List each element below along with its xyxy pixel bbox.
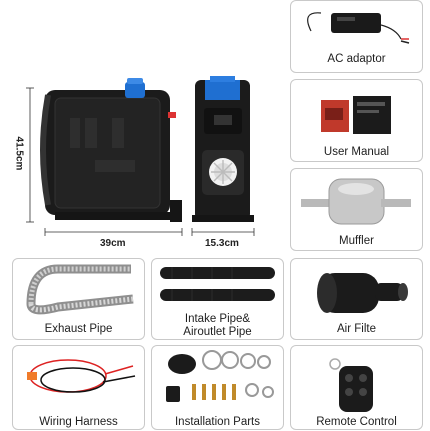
height-dimension-label: 41.5cm [13,136,25,171]
main-unit-illustration: 41.5cm 39cm 15.3cm [0,0,285,255]
item-label-wiring-harness: Wiring Harness [39,416,118,428]
exhaust-pipe-icon [26,264,134,315]
item-label-installation-parts: Installation Parts [174,416,260,428]
intake-pipe-icon [160,267,275,301]
item-label-remote-control: Remote Control [316,416,397,428]
muffler-icon [301,178,411,225]
wiring-harness-icon [27,359,136,393]
panel-air-filter: Air Filte [290,258,423,340]
item-label-user-manual: User Manual [323,146,390,158]
manual-icon [321,96,391,134]
remote-control-icon [329,358,373,412]
panel-ac-adaptor: AC adaptor [290,0,423,73]
heater-side-view [40,78,182,222]
width-dimension-line [44,228,183,236]
item-label-muffler: Muffler [339,235,374,247]
depth-dimension-label: 15.3cm [205,238,239,249]
panel-user-manual: User Manual [290,79,423,162]
item-label-intake-pipe-line1: Intake Pipe& [184,313,251,325]
heater-front-view [192,76,254,222]
panel-remote-control: Remote Control [290,345,423,430]
panel-installation-parts: Installation Parts [151,345,284,430]
installation-parts-icon [166,350,274,402]
height-dimension-line [26,87,34,223]
item-label-intake-pipe: Intake Pipe& Airoutlet Pipe [152,313,283,339]
item-label-air-filter: Air Filte [337,323,376,335]
panel-intake-pipe: Intake Pipe& Airoutlet Pipe [151,258,284,340]
panel-muffler: Muffler [290,168,423,251]
panel-wiring-harness: Wiring Harness [12,345,145,430]
item-label-intake-pipe-line2: Airoutlet Pipe [183,326,252,338]
item-label-ac-adaptor: AC adaptor [327,53,386,65]
ac-adaptor-icon [307,12,410,44]
panel-exhaust-pipe: Exhaust Pipe [12,258,145,340]
item-label-exhaust-pipe: Exhaust Pipe [44,323,113,335]
depth-dimension-line [191,228,255,236]
air-filter-icon [317,273,408,313]
width-dimension-label: 39cm [100,238,126,249]
